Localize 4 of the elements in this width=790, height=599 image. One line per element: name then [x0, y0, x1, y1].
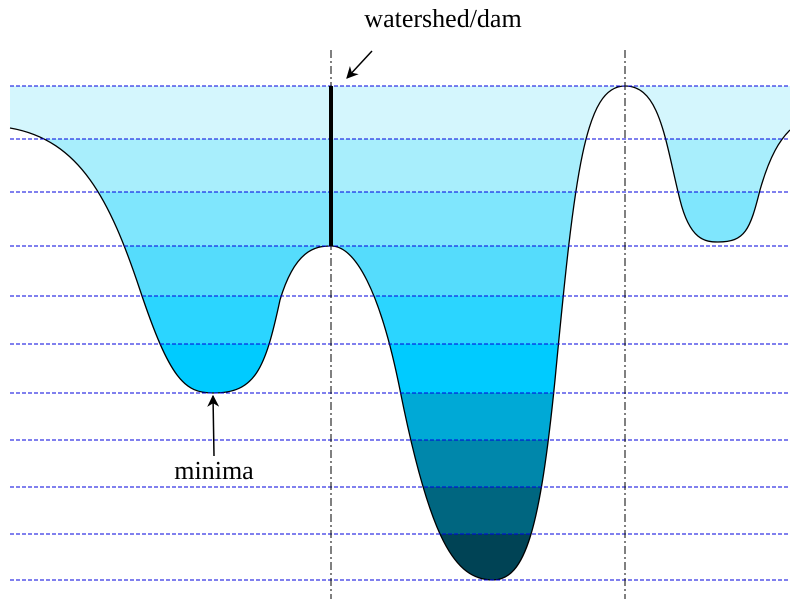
arrow: [346, 50, 373, 79]
arrow: [207, 394, 220, 456]
annotation-text: minima: [160, 456, 268, 486]
annotation-text: watershed/dam: [334, 4, 552, 34]
